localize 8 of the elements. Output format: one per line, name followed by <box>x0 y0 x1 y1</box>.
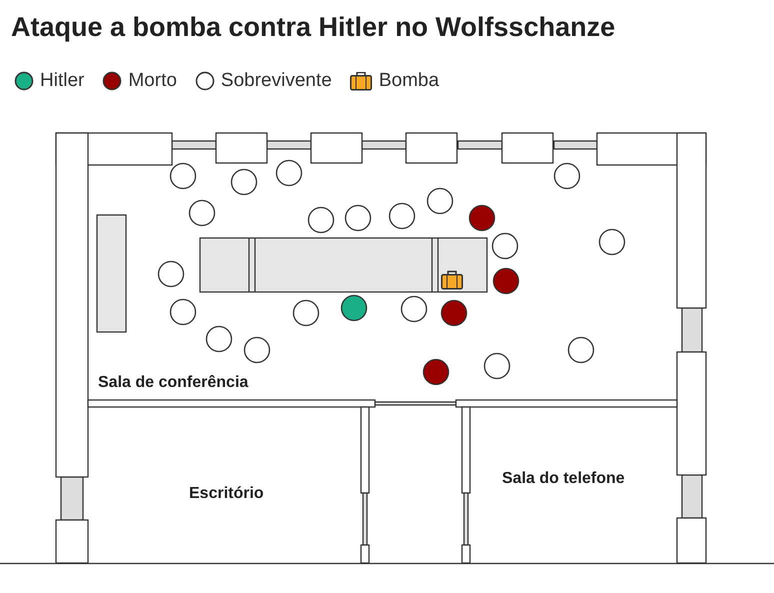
legend-label: Sobrevivente <box>220 70 332 92</box>
room-label: Sala do telefone <box>502 470 625 488</box>
legend-label: Hitler <box>40 70 84 92</box>
room-label: Sala de conferência <box>98 374 248 392</box>
title: Ataque a bomba contra Hitler no Wolfsschanze <box>11 12 616 43</box>
room-label: Escritório <box>189 485 264 503</box>
legend-label: Morto <box>128 70 177 92</box>
legend-label: Bomba <box>378 70 440 92</box>
